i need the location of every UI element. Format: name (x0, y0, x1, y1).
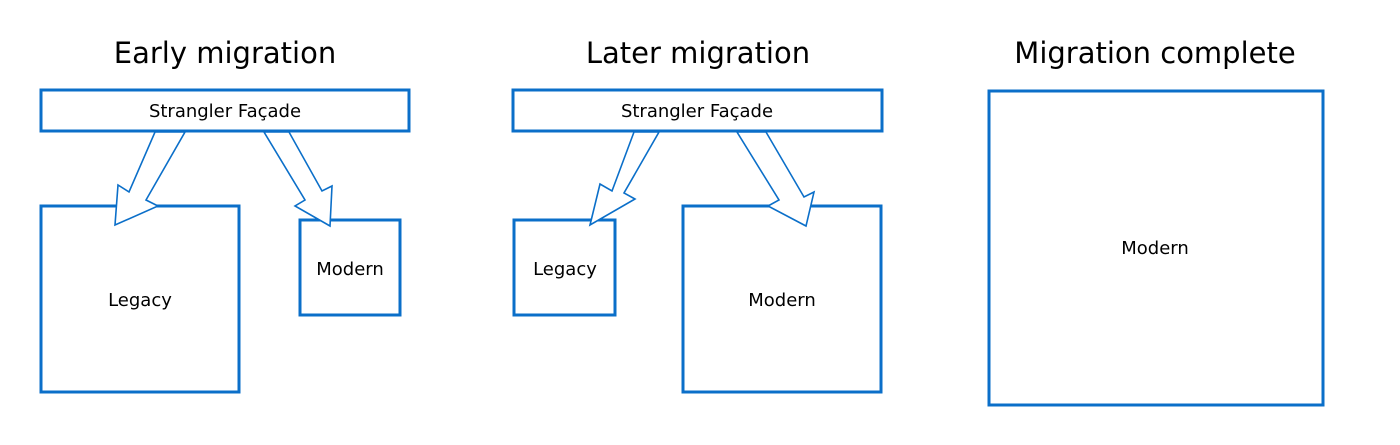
strangler-facade-box (511, 88, 884, 133)
modern-box (298, 218, 402, 317)
modern-label: Modern (748, 290, 816, 311)
panel-title: Later migration (586, 36, 810, 70)
modern-label: Modern (1121, 238, 1189, 259)
strangler-facade-box (39, 88, 411, 133)
legacy-label: Legacy (533, 259, 597, 280)
legacy-label: Legacy (108, 290, 172, 311)
panel-title: Early migration (114, 36, 336, 70)
panel-title: Migration complete (1014, 36, 1295, 70)
facade-to-modern-arrow (735, 131, 816, 228)
modern-label: Modern (316, 259, 384, 280)
facade-to-modern-arrow (262, 131, 333, 228)
strangler-facade-label: Strangler Façade (149, 101, 301, 122)
modern-box (681, 204, 883, 394)
panel-later-migration: Later migration Strangler Façade Legacy … (511, 36, 884, 394)
legacy-box (512, 218, 617, 317)
panel-early-migration: Early migration Strangler Façade Legacy … (39, 36, 411, 394)
facade-to-legacy-arrow (114, 131, 187, 227)
facade-to-legacy-arrow (588, 131, 661, 227)
panel-migration-complete: Migration complete Modern (987, 36, 1325, 407)
modern-box (987, 89, 1325, 407)
strangler-facade-label: Strangler Façade (621, 101, 773, 122)
legacy-box (39, 204, 241, 394)
